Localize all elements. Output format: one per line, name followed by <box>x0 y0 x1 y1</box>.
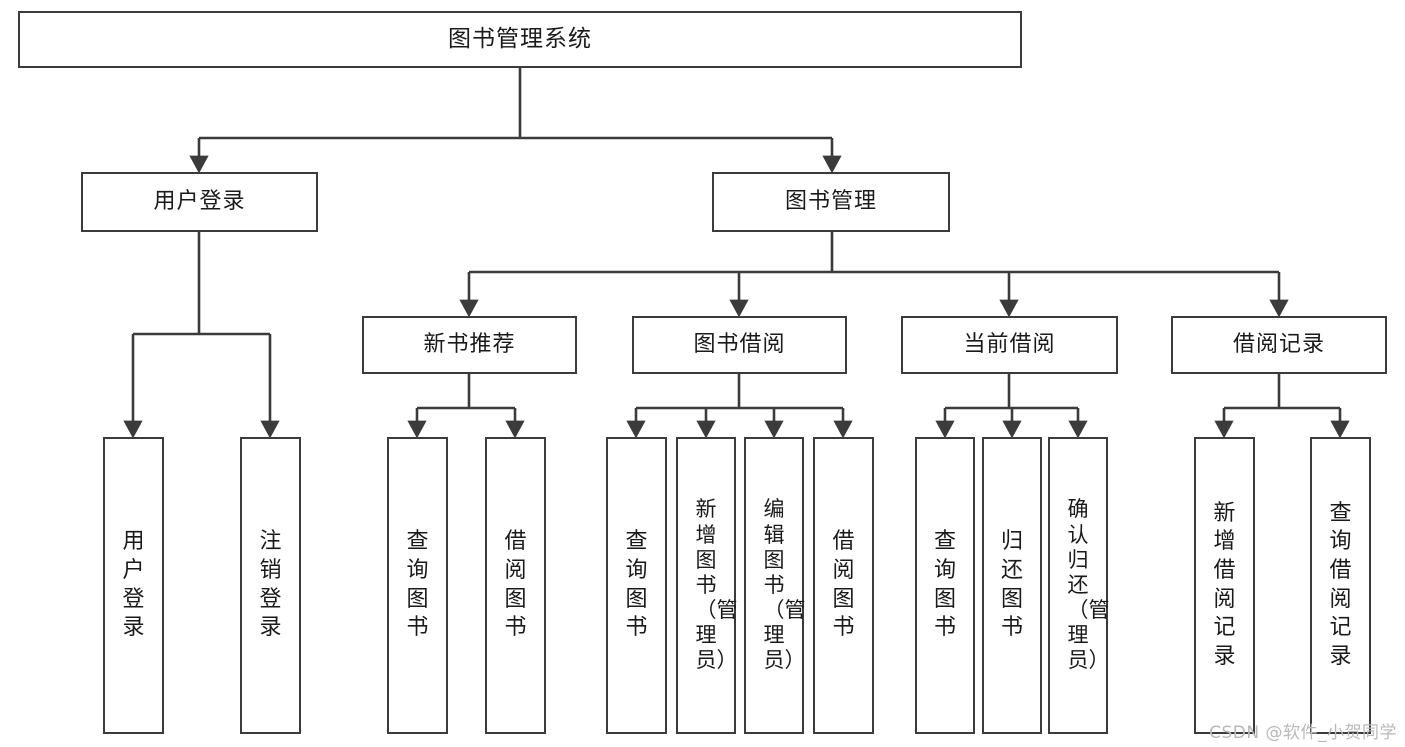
node-borrow-record-label: 借阅记录 <box>1232 332 1325 357</box>
node-current-borrow-label: 当前借阅 <box>963 332 1056 357</box>
leaf-borrow-book-1[interactable]: 借阅图书 <box>485 437 546 734</box>
leaf-query-book-3[interactable]: 查询图书 <box>915 437 975 734</box>
leaf-return-book[interactable]: 归还图书 <box>982 437 1042 734</box>
node-user-login-label: 用户登录 <box>153 189 246 214</box>
leaf-logout-login[interactable]: 注销登录 <box>240 437 301 734</box>
node-new-book-recommend[interactable]: 新书推荐 <box>362 316 577 374</box>
node-root[interactable]: 图书管理系统 <box>18 11 1022 68</box>
leaf-query-book-1-label: 查询图书 <box>406 529 429 641</box>
leaf-query-book-2-label: 查询图书 <box>625 529 648 641</box>
leaf-query-borrow-record-label: 查询借阅记录 <box>1329 500 1352 669</box>
leaf-borrow-book-2-label: 借阅图书 <box>832 529 855 641</box>
leaf-add-borrow-record-label: 新增借阅记录 <box>1213 500 1236 669</box>
leaf-edit-book-label: 编辑图书（管理员） <box>763 497 806 673</box>
node-book-manage-label: 图书管理 <box>784 189 877 214</box>
leaf-confirm-return-label: 确认归还（管理员） <box>1067 497 1110 673</box>
leaf-query-book-3-label: 查询图书 <box>934 529 957 641</box>
node-book-borrow[interactable]: 图书借阅 <box>632 316 847 374</box>
node-borrow-record[interactable]: 借阅记录 <box>1171 316 1387 374</box>
csdn-watermark: CSDN @软件_小贺同学 <box>1209 723 1397 743</box>
leaf-borrow-book-1-label: 借阅图书 <box>504 529 527 641</box>
leaf-query-book-1[interactable]: 查询图书 <box>387 437 448 734</box>
leaf-add-book[interactable]: 新增图书（管理员） <box>676 437 738 734</box>
leaf-confirm-return[interactable]: 确认归还（管理员） <box>1048 437 1110 734</box>
node-new-book-recommend-label: 新书推荐 <box>423 332 516 357</box>
leaf-query-book-2[interactable]: 查询图书 <box>606 437 667 734</box>
leaf-add-book-label: 新增图书（管理员） <box>695 497 738 673</box>
leaf-user-login-label: 用户登录 <box>122 529 145 641</box>
leaf-logout-login-label: 注销登录 <box>259 529 282 641</box>
leaf-user-login[interactable]: 用户登录 <box>103 437 164 734</box>
node-root-label: 图书管理系统 <box>448 26 592 52</box>
node-book-manage[interactable]: 图书管理 <box>712 172 950 232</box>
leaf-edit-book[interactable]: 编辑图书（管理员） <box>744 437 806 734</box>
leaf-add-borrow-record[interactable]: 新增借阅记录 <box>1194 437 1255 734</box>
leaf-query-borrow-record[interactable]: 查询借阅记录 <box>1310 437 1371 734</box>
leaf-borrow-book-2[interactable]: 借阅图书 <box>813 437 874 734</box>
node-book-borrow-label: 图书借阅 <box>693 332 786 357</box>
node-user-login[interactable]: 用户登录 <box>81 172 318 232</box>
node-current-borrow[interactable]: 当前借阅 <box>901 316 1118 374</box>
leaf-return-book-label: 归还图书 <box>1001 529 1024 641</box>
